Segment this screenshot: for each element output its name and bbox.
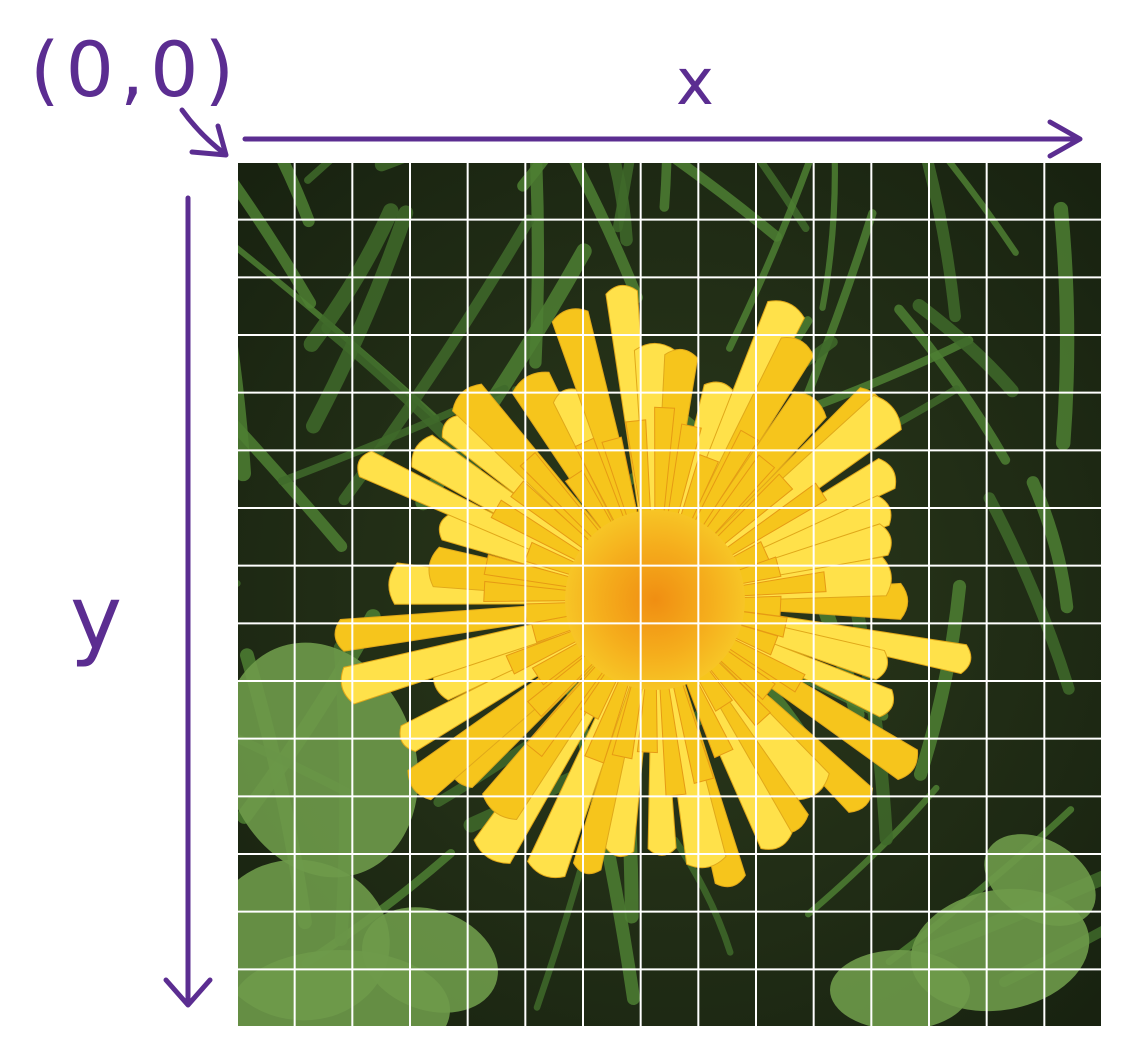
flower-center — [565, 510, 745, 690]
grass-blade — [945, 162, 1019, 256]
grass-blade — [671, 836, 734, 956]
grass-blade — [659, 162, 672, 212]
grass-blade — [814, 335, 974, 410]
grass-blade — [894, 304, 1011, 465]
y-axis-label: y — [70, 566, 122, 669]
grass-blade — [1026, 476, 1074, 614]
grass-blade — [921, 162, 961, 323]
grass-blade — [304, 162, 334, 184]
x-axis-label: x — [676, 46, 714, 120]
grass-blade — [804, 784, 940, 918]
leaf — [830, 950, 970, 1027]
grass-blade — [305, 205, 414, 434]
grass-blade — [529, 162, 545, 369]
pixel-grid — [237, 162, 1102, 1027]
grass-blade — [756, 162, 810, 233]
origin-label: (0,0) — [30, 25, 240, 114]
leaf — [237, 642, 419, 878]
grass-blade — [1053, 201, 1075, 451]
grass-blade — [374, 162, 408, 172]
y-axis-arrow — [163, 195, 213, 1008]
grass-blade — [276, 162, 315, 228]
grass-blade — [237, 579, 241, 587]
grass-blade — [612, 162, 635, 233]
grass-blade — [912, 298, 1019, 398]
grass-blade — [983, 492, 1075, 695]
grass-blade — [568, 162, 643, 304]
origin-pointer-arrow — [179, 107, 229, 158]
leaf — [362, 907, 498, 1013]
dandelion-flower — [334, 285, 972, 888]
leaf — [984, 834, 1096, 926]
dandelion-photo — [237, 162, 1102, 1027]
grass-blade — [726, 162, 813, 352]
petal — [407, 619, 628, 801]
grass-blade — [819, 162, 838, 311]
grass-blade — [237, 419, 348, 553]
grass-blade — [237, 339, 252, 482]
x-axis-arrow — [242, 119, 1083, 159]
grass-blade — [608, 162, 633, 247]
